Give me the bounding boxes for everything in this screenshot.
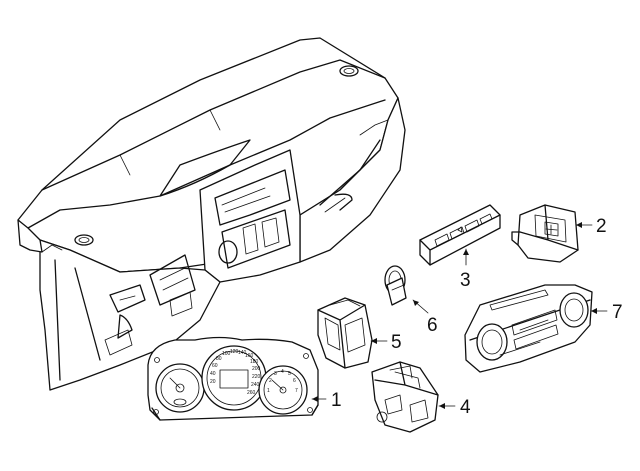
speed-tick: 260: [247, 390, 256, 396]
arrowhead-2: [576, 222, 582, 228]
callout-3: 3: [460, 270, 471, 291]
speed-tick: 240: [251, 382, 260, 388]
arrowhead-5: [371, 338, 377, 344]
speedometer-labels: 20 40 60 80 100 120 140 160 180 200 220 …: [210, 349, 261, 396]
arrowhead-1: [312, 396, 318, 402]
callout-1: 1: [331, 390, 342, 411]
dashboard-assembly: [17, 37, 406, 391]
arrowhead-7: [591, 308, 597, 314]
speed-tick: 100: [222, 351, 231, 357]
speed-tick: 160: [245, 353, 254, 359]
instrument-cluster: 20 40 60 80 100 120 140 160 180 200 220 …: [147, 336, 319, 421]
speed-tick: 80: [216, 356, 222, 362]
tach-labels: 1 2 3 4 5 6 7: [267, 369, 298, 394]
callout-5: 5: [391, 332, 402, 353]
tach-number: 4: [281, 369, 284, 375]
callout-leaders: [311, 222, 608, 409]
bulb-socket-part-6: [384, 265, 407, 306]
speed-tick: 200: [252, 366, 261, 372]
speed-tick: 180: [250, 359, 259, 365]
tach-number: 1: [267, 388, 270, 394]
callout-2: 2: [596, 216, 607, 237]
switch-panel-part-3: [419, 204, 501, 266]
climate-control-part-7: [464, 284, 593, 373]
speed-tick: 120: [230, 349, 239, 355]
speed-tick: 60: [212, 363, 218, 369]
tach-number: 2: [269, 378, 272, 384]
arrowhead-6: [413, 300, 419, 306]
switch-part-4: [371, 361, 439, 433]
callout-6: 6: [427, 315, 438, 336]
switch-part-2: [511, 204, 579, 263]
callout-7: 7: [612, 302, 623, 323]
controller-part-5: [317, 297, 373, 369]
callout-4: 4: [460, 397, 471, 418]
tach-number: 6: [293, 378, 296, 384]
tach-number: 5: [288, 371, 291, 377]
speed-tick: 140: [238, 350, 247, 356]
speed-tick: 220: [252, 374, 261, 380]
speed-tick: 20: [210, 379, 216, 385]
tach-number: 7: [295, 388, 298, 394]
callout-labels: 1 2 3 4 5 6 7: [331, 216, 623, 418]
arrowhead-3: [463, 249, 469, 255]
speed-tick: 40: [210, 371, 216, 377]
tach-number: 3: [274, 371, 277, 377]
arrowhead-4: [439, 403, 445, 409]
